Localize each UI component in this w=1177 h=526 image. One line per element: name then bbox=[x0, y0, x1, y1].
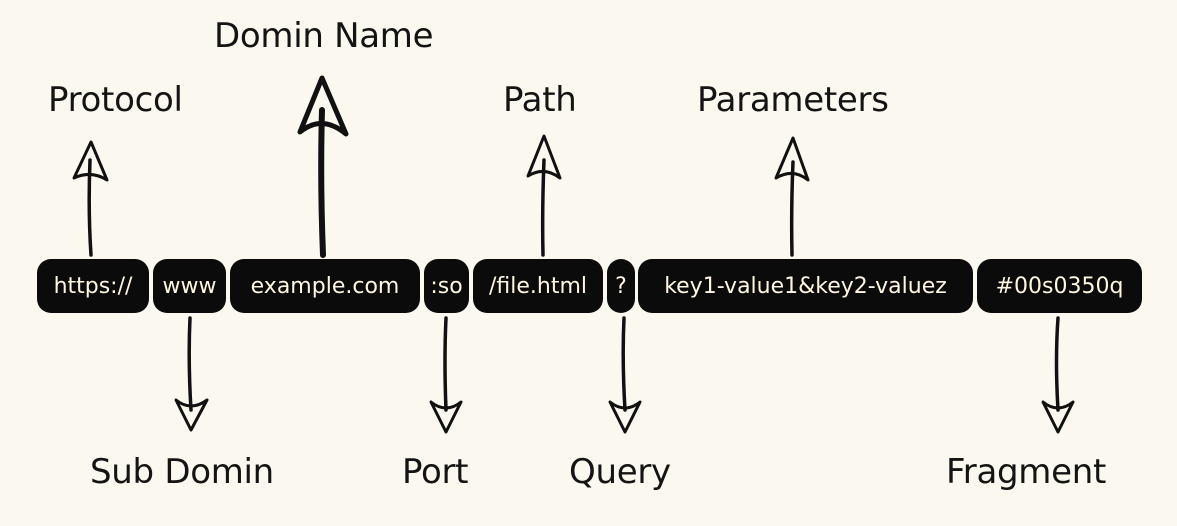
arrow-parameters-icon bbox=[774, 136, 810, 257]
segment-parameters: key1-value1&key2-valuez bbox=[638, 259, 973, 313]
segment-domain: example.com bbox=[230, 259, 420, 313]
label-parameters: Parameters bbox=[697, 80, 889, 120]
label-domain-name: Domin Name bbox=[214, 16, 434, 56]
segment-query: ? bbox=[607, 259, 635, 313]
label-fragment: Fragment bbox=[946, 452, 1106, 492]
segment-subdomain: www bbox=[153, 259, 226, 313]
label-path: Path bbox=[503, 80, 577, 120]
arrow-query-icon bbox=[608, 316, 642, 434]
segment-protocol: https:// bbox=[37, 259, 149, 313]
arrow-domain-name-icon bbox=[297, 75, 349, 258]
arrow-sub-domain-icon bbox=[174, 316, 209, 432]
label-protocol: Protocol bbox=[48, 80, 183, 120]
arrow-port-icon bbox=[429, 316, 463, 434]
label-port: Port bbox=[402, 452, 469, 492]
arrow-path-icon bbox=[526, 134, 562, 257]
arrow-protocol-icon bbox=[72, 140, 109, 257]
segment-port: :so bbox=[424, 259, 469, 313]
segment-fragment: #00s0350q bbox=[977, 259, 1142, 313]
arrow-fragment-icon bbox=[1041, 316, 1075, 434]
label-query: Query bbox=[569, 452, 671, 492]
segment-path: /file.html bbox=[473, 259, 603, 313]
label-sub-domain: Sub Domin bbox=[90, 452, 274, 492]
